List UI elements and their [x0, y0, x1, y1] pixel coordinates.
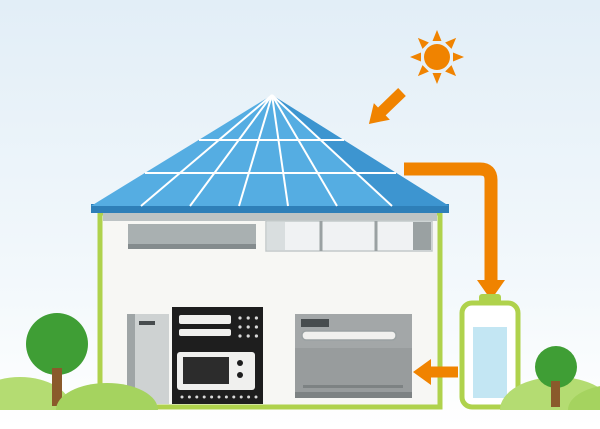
arrow-head-down: [477, 280, 505, 300]
tree-canopy: [26, 313, 88, 375]
dishwasher-control-chip: [301, 319, 329, 327]
arrow-battery-to-appliances-icon: [413, 359, 458, 385]
sun-ray: [417, 65, 429, 77]
solar-panel-roof: [91, 94, 449, 213]
sun-ray: [445, 65, 457, 77]
arrow-sun-to-roof-icon: [368, 88, 406, 124]
small-tree-trunk: [551, 381, 560, 407]
left-vegetation: [0, 313, 158, 410]
panel-grid-line: [140, 94, 273, 207]
display-panel-2: [179, 329, 231, 336]
window-pane-tint: [267, 222, 285, 250]
house: [97, 210, 443, 410]
dishwasher: [295, 314, 412, 398]
panel-grid: [140, 94, 396, 207]
eave-shadow: [103, 213, 437, 221]
window-pane-dark: [413, 222, 431, 250]
roof-panels-shaded: [272, 95, 449, 206]
kitchen-appliances: [127, 307, 412, 404]
roof-fascia: [91, 204, 449, 213]
dishwasher-groove: [303, 385, 403, 388]
tree-trunk: [52, 368, 62, 406]
microwave-knob: [237, 372, 243, 378]
microwave-knob: [237, 360, 243, 366]
sun-icon: [410, 30, 464, 84]
sun-ray: [410, 52, 421, 62]
dishwasher-door: [295, 348, 412, 392]
panel-grid-line: [189, 94, 273, 207]
roof-panels: [91, 95, 449, 206]
second-floor-windows: [128, 220, 433, 252]
battery-charge-level: [473, 327, 507, 398]
right-vegetation: [500, 346, 600, 410]
panel-grid-line: [271, 94, 289, 207]
sun-ray: [432, 73, 442, 84]
arrow-elbow-shaft: [404, 162, 498, 282]
sun-ray: [432, 30, 442, 41]
sun-ray: [453, 52, 464, 62]
dishwasher-handle-slot: [301, 330, 397, 341]
window-frame: [265, 220, 433, 252]
oven-microwave-stack: [172, 307, 263, 404]
bush-front-right: [568, 386, 600, 410]
sun-ray: [445, 37, 457, 49]
range-hood-panel: [128, 224, 256, 246]
microwave-window: [183, 357, 229, 384]
cabinet-edge: [127, 314, 135, 404]
dishwasher-base: [295, 392, 412, 398]
cabinet-handle: [139, 321, 155, 325]
arrow-roof-to-battery-icon: [404, 162, 505, 300]
display-panel: [179, 315, 231, 324]
sun-core: [424, 44, 450, 70]
panel-grid-line: [271, 94, 393, 207]
small-tree-canopy: [535, 346, 577, 388]
panel-grid-line: [238, 94, 273, 207]
energy-storage-battery: [459, 294, 521, 410]
panel-grid-line: [271, 94, 338, 207]
range-hood-shadow: [128, 244, 256, 249]
sun-ray: [417, 37, 429, 49]
bush-front-left: [56, 383, 158, 410]
